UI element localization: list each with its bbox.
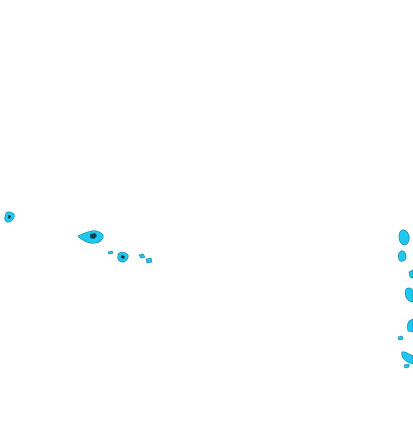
island	[107, 250, 114, 255]
island	[403, 363, 410, 369]
island-group-west	[4, 211, 153, 264]
island	[397, 335, 404, 341]
island	[398, 250, 407, 262]
island	[408, 269, 413, 279]
island	[404, 287, 413, 303]
island-detail	[90, 233, 97, 239]
island	[407, 318, 413, 333]
island	[138, 253, 146, 259]
island-group-east	[397, 229, 413, 369]
island-detail	[8, 215, 11, 219]
island	[401, 351, 413, 365]
island	[145, 257, 153, 264]
island-detail	[121, 255, 125, 259]
island	[398, 229, 410, 246]
